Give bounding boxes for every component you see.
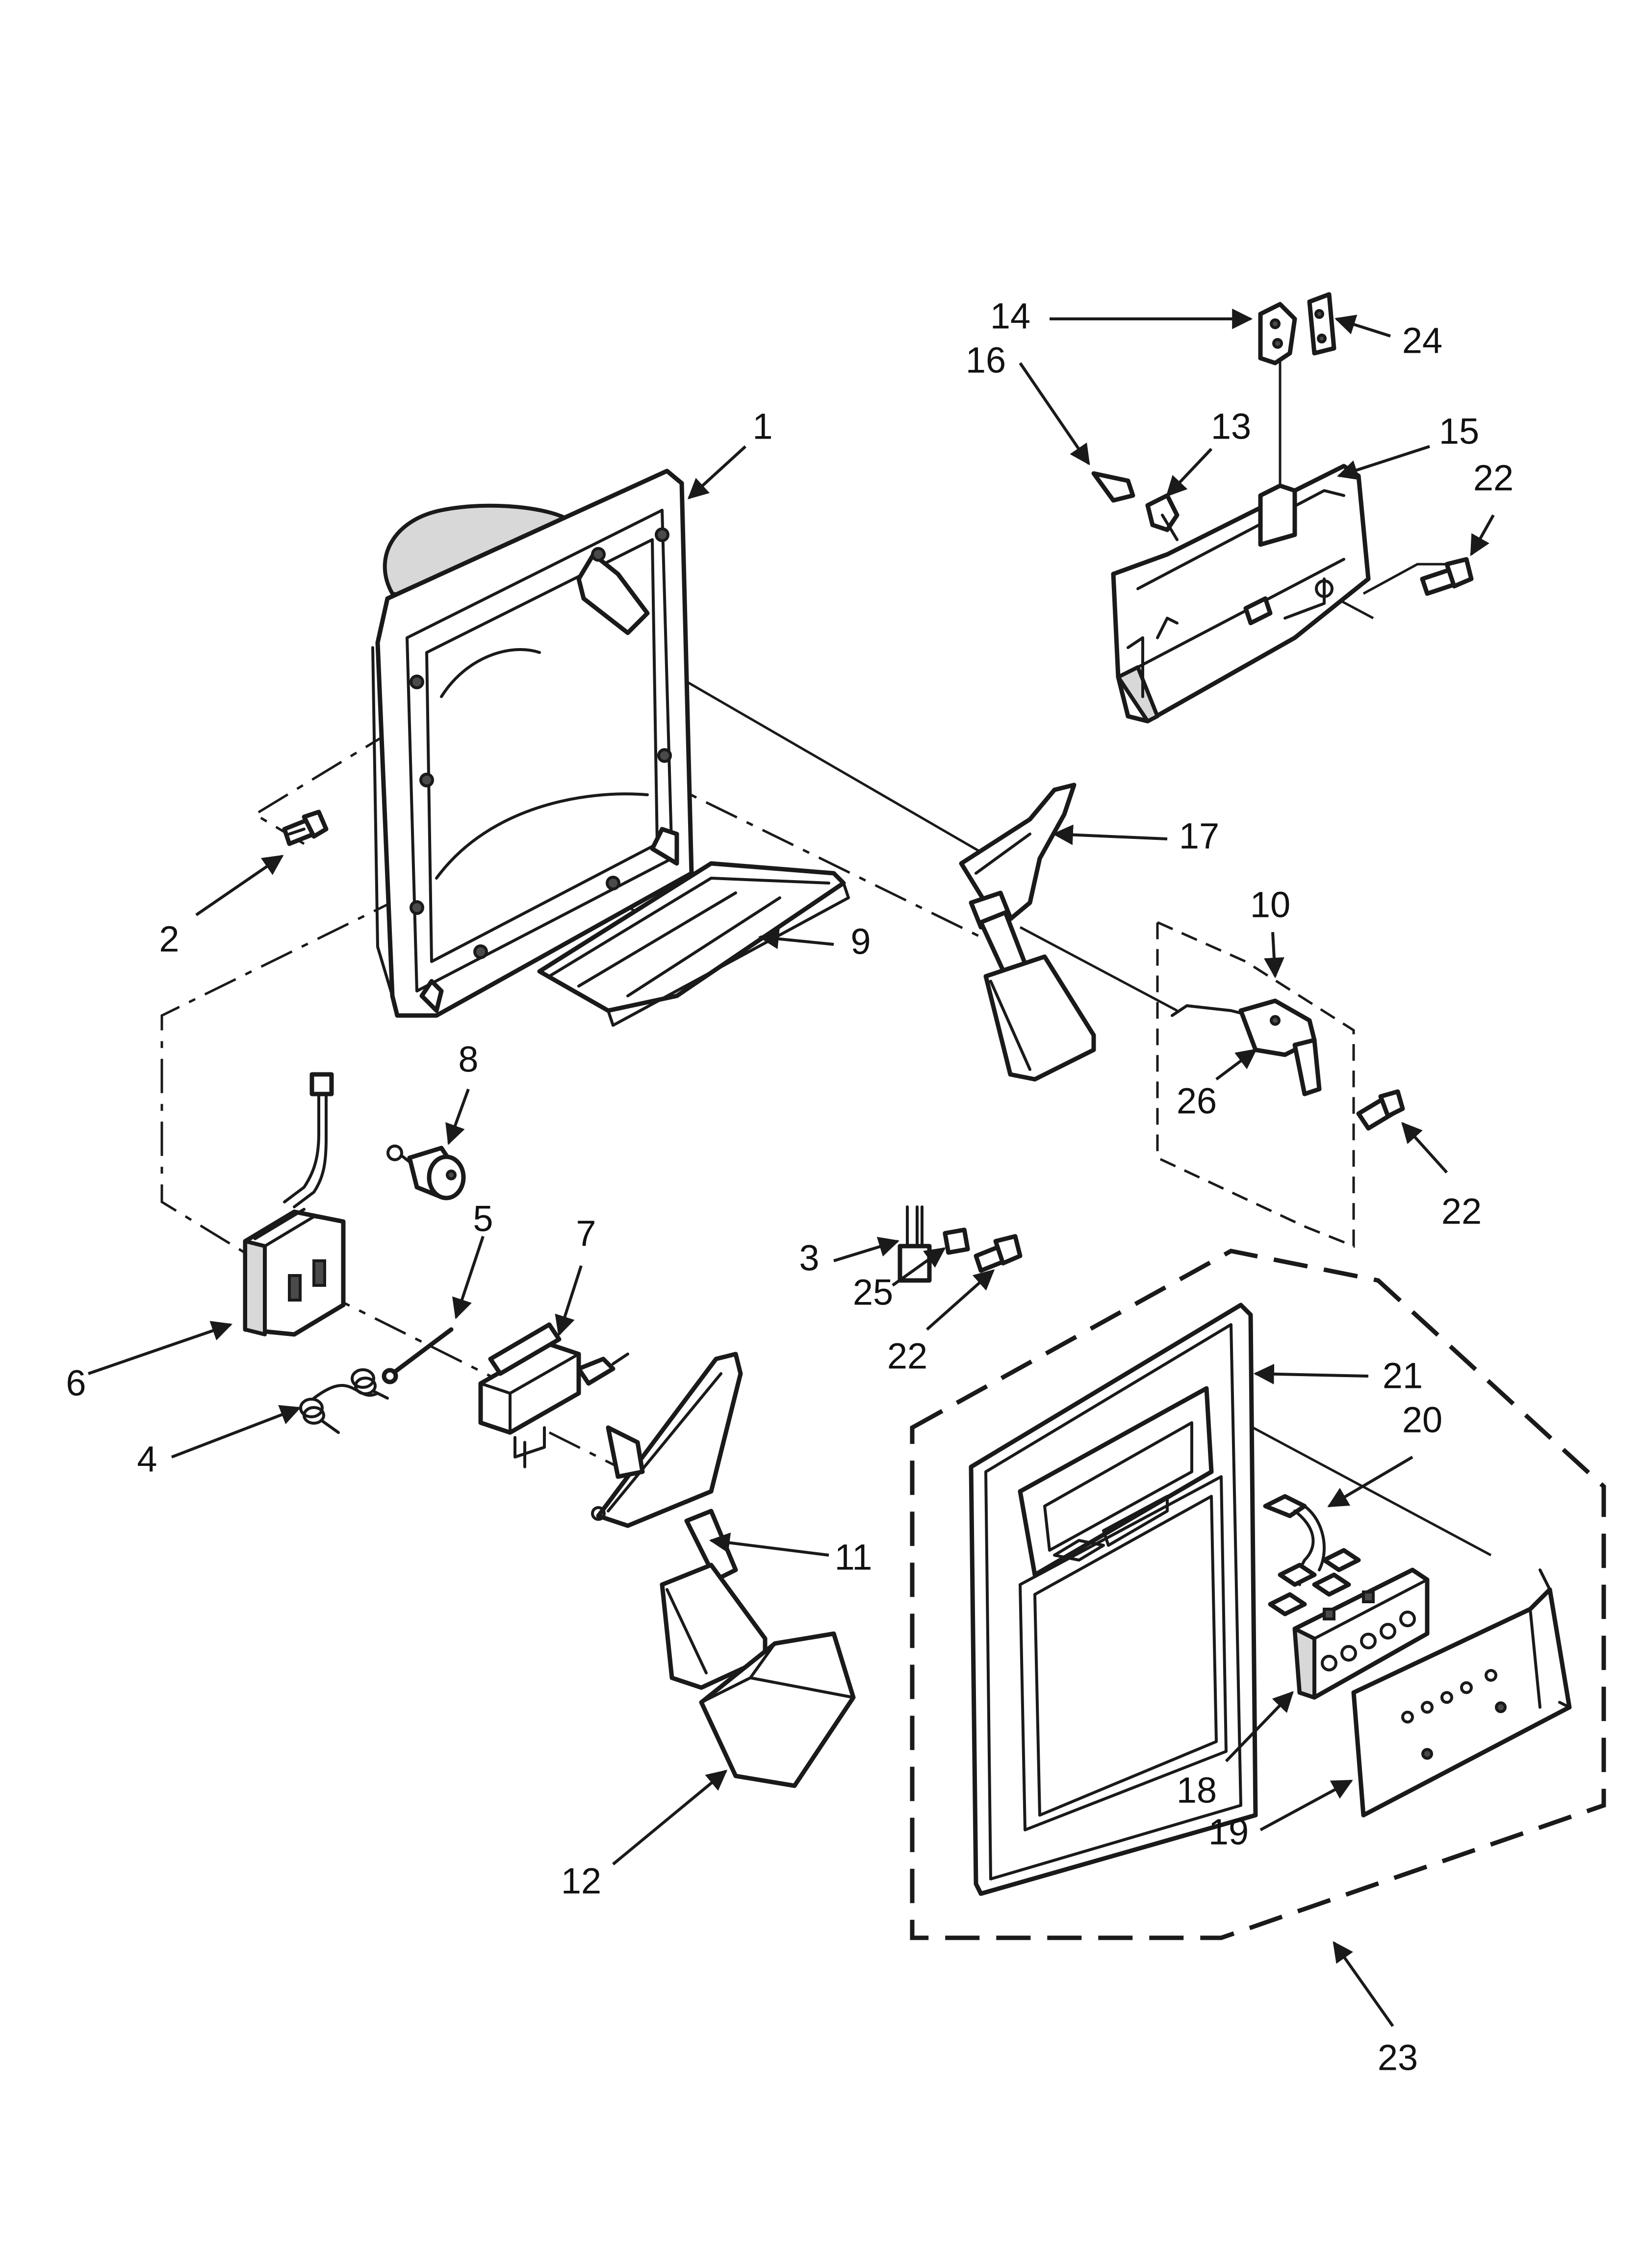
leader-arrows <box>88 309 1495 2027</box>
screw-22-middle <box>1356 1089 1405 1131</box>
damper-8 <box>386 1145 466 1200</box>
callout-16: 16 <box>966 340 1006 381</box>
screw-22-top <box>1420 557 1474 596</box>
callout-11: 11 <box>835 1537 872 1578</box>
callout-10: 10 <box>1250 885 1290 925</box>
callout-9: 9 <box>850 921 871 962</box>
callout-6: 6 <box>66 1363 86 1404</box>
callout-12: 12 <box>561 1861 601 1902</box>
callout-7: 7 <box>576 1213 596 1254</box>
callout-3: 3 <box>799 1238 819 1278</box>
callout-18: 18 <box>1177 1770 1217 1811</box>
cap-16 <box>1091 471 1135 503</box>
control-board-18 <box>1292 1567 1430 1700</box>
harness-20 <box>1263 1494 1361 1616</box>
callout-labels: 1 2 9 17 10 26 22 8 5 7 6 4 11 12 3 25 2… <box>66 296 1514 2078</box>
callout-8: 8 <box>458 1039 478 1080</box>
callout-22-top: 22 <box>1473 458 1514 498</box>
switch-6 <box>243 1072 346 1337</box>
plate-25 <box>943 1227 970 1255</box>
module-15 <box>1111 464 1371 724</box>
callout-13: 13 <box>1211 406 1251 447</box>
callout-25: 25 <box>853 1272 893 1313</box>
callout-19: 19 <box>1208 1812 1249 1852</box>
callout-14: 14 <box>990 296 1030 337</box>
front-frame-21 <box>969 1303 1258 1896</box>
funnel-12 <box>699 1631 856 1788</box>
kit-10-box <box>1156 920 1355 1248</box>
callout-24: 24 <box>1402 320 1442 361</box>
bracket-7 <box>478 1322 629 1468</box>
gasket-24 <box>1307 292 1336 356</box>
dispenser-housing <box>371 469 694 1018</box>
actuator-17 <box>959 782 1096 1082</box>
spring-4 <box>299 1368 389 1434</box>
lever-11 <box>591 1352 768 1690</box>
callout-5: 5 <box>473 1199 493 1239</box>
callout-22-middle: 22 <box>1441 1191 1482 1232</box>
drip-tray <box>537 861 850 1027</box>
callout-4: 4 <box>137 1439 157 1480</box>
switch-14 <box>1258 302 1297 365</box>
callout-21: 21 <box>1383 1356 1423 1396</box>
screw-2 <box>282 809 329 846</box>
callout-2: 2 <box>159 919 179 960</box>
control-panel-19 <box>1351 1568 1572 1818</box>
callout-20: 20 <box>1402 1400 1442 1440</box>
callout-26: 26 <box>1177 1081 1217 1121</box>
callout-17: 17 <box>1179 816 1219 857</box>
callout-22-lower: 22 <box>887 1336 927 1377</box>
bulb-13 <box>1145 493 1180 541</box>
screw-22-lower <box>974 1234 1023 1273</box>
callout-23: 23 <box>1378 2037 1418 2078</box>
bracket-26 <box>1171 998 1322 1096</box>
callout-1: 1 <box>752 406 772 447</box>
pin-5 <box>382 1327 454 1384</box>
kit-23-box <box>910 1249 1606 1940</box>
callout-15: 15 <box>1439 411 1479 452</box>
